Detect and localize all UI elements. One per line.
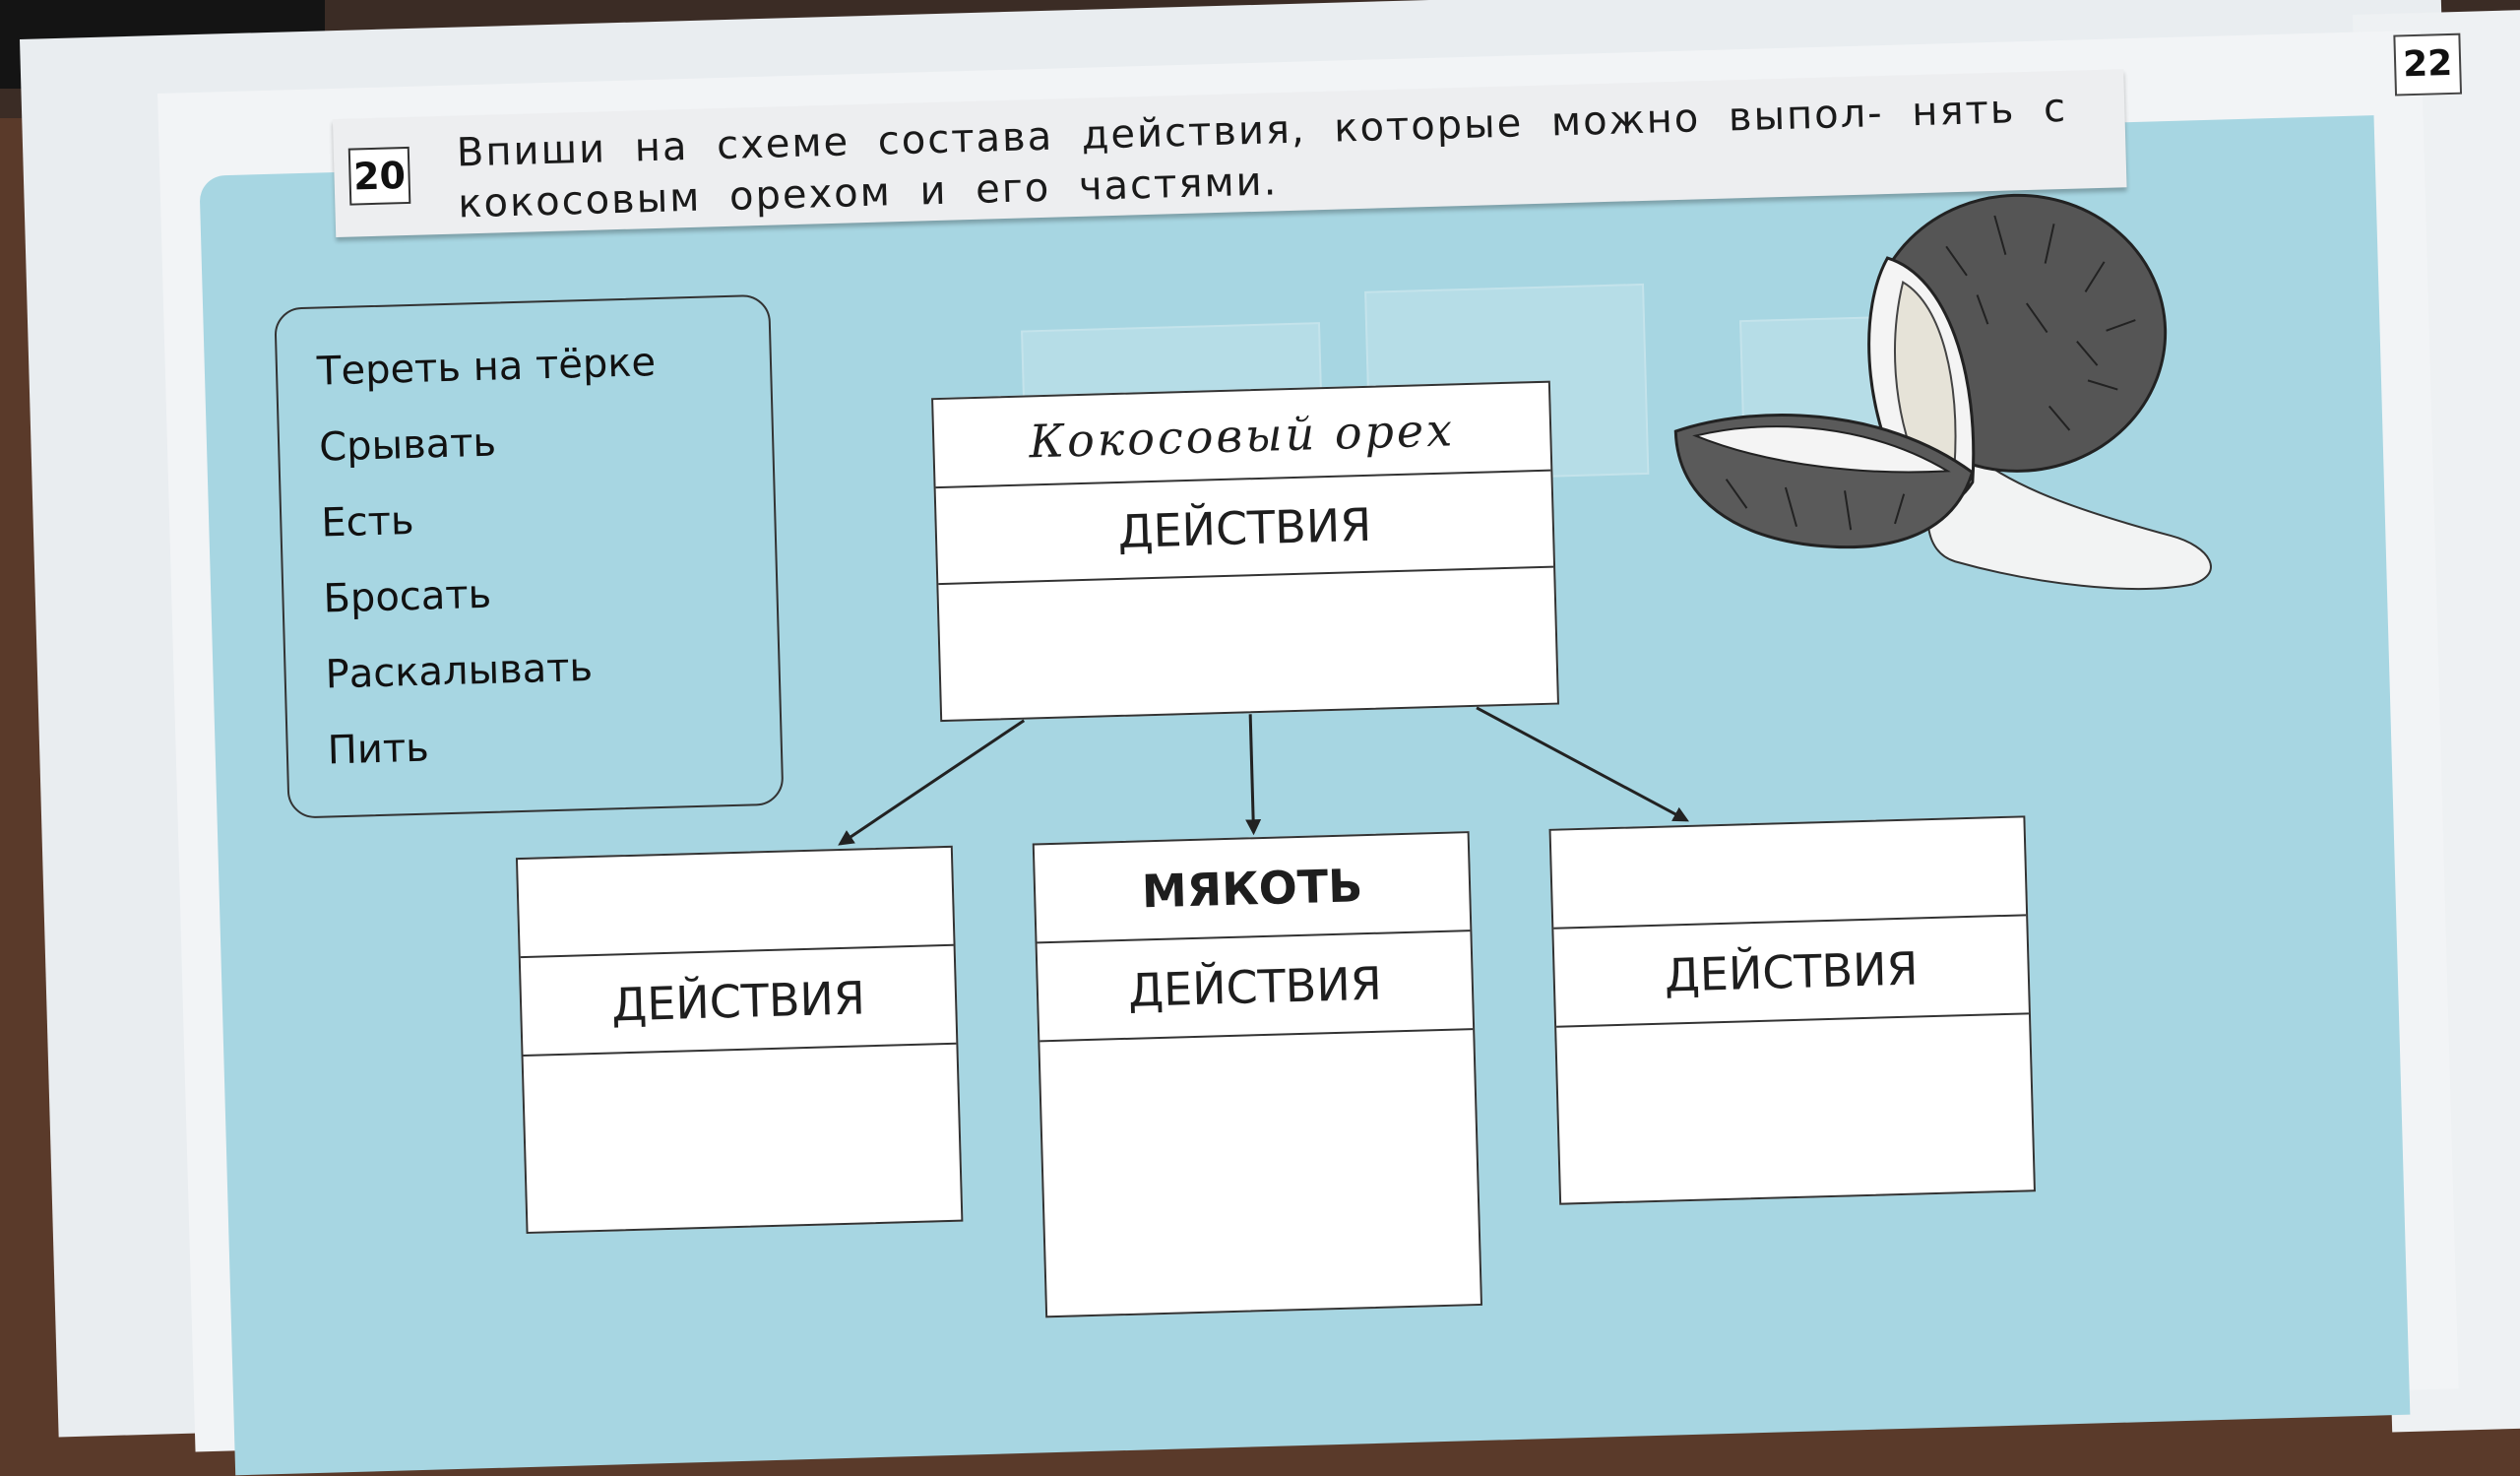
diagram-left-box: ДЕЙСТВИЯ [515, 845, 964, 1235]
diagram-right-box: ДЕЙСТВИЯ [1548, 815, 2036, 1205]
right-actions-field[interactable] [1556, 1014, 2034, 1202]
coconut-illustration [1673, 193, 2212, 590]
middle-name-field: МЯКОТЬ [1034, 833, 1471, 944]
arrow-to-left-box [838, 719, 1026, 846]
left-actions-field[interactable] [524, 1045, 962, 1232]
arrow-to-middle-box [1245, 714, 1262, 836]
middle-actions-heading: ДЕЙСТВИЯ [1037, 931, 1474, 1043]
left-name-field[interactable] [517, 847, 954, 959]
middle-actions-field[interactable] [1040, 1030, 1480, 1316]
diagram-middle-box: МЯКОТЬ ДЕЙСТВИЯ [1032, 831, 1483, 1318]
arrow-to-right-box [1476, 706, 1689, 822]
left-actions-heading: ДЕЙСТВИЯ [520, 945, 957, 1058]
right-name-field[interactable] [1550, 817, 2027, 930]
right-actions-heading: ДЕЙСТВИЯ [1553, 916, 2029, 1028]
